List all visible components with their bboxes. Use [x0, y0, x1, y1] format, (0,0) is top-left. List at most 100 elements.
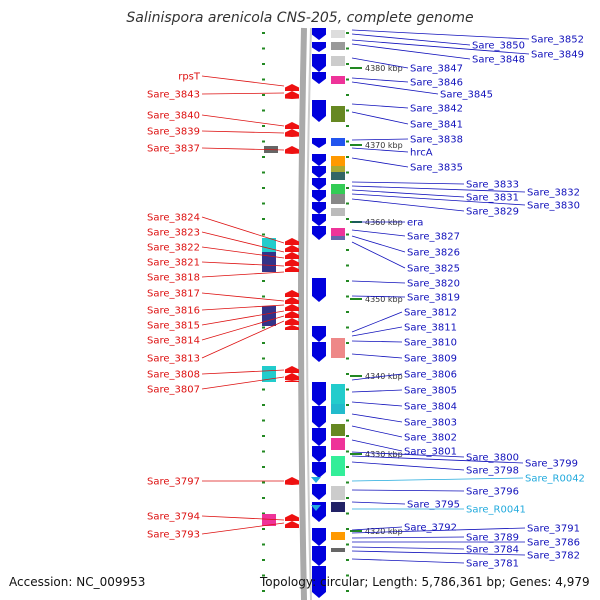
- forward-gene-arrow[interactable]: [312, 202, 326, 214]
- left-gene-label[interactable]: rpsT: [178, 72, 201, 83]
- reverse-gene-arrow[interactable]: [285, 238, 299, 272]
- right-gene-label[interactable]: Sare_3852: [531, 35, 584, 46]
- forward-gene-arrow[interactable]: [312, 154, 326, 166]
- left-gene-label[interactable]: Sare_3797: [147, 477, 200, 488]
- left-gene-label[interactable]: Sare_3793: [147, 530, 200, 541]
- forward-gene-arrow[interactable]: [312, 42, 326, 52]
- reverse-gene-arrow[interactable]: [285, 146, 299, 154]
- reverse-gene-arrow[interactable]: [285, 290, 299, 330]
- left-gene-label[interactable]: Sare_3823: [147, 228, 200, 239]
- forward-gene-arrow[interactable]: [312, 178, 326, 190]
- forward-gene-arrow[interactable]: [312, 278, 326, 302]
- right-gene-label[interactable]: Sare_3804: [404, 402, 457, 413]
- rna-gene-label[interactable]: Sare_R0041: [466, 505, 526, 516]
- forward-gene-arrow[interactable]: [312, 406, 326, 428]
- forward-gene-arrow[interactable]: [312, 54, 326, 72]
- right-gene-label[interactable]: Sare_3786: [527, 538, 580, 549]
- right-gene-label[interactable]: Sare_3782: [527, 551, 580, 562]
- forward-gene-arrow[interactable]: [312, 462, 326, 478]
- right-gene-label[interactable]: Sare_3842: [410, 104, 463, 115]
- right-gene-label[interactable]: Sare_3805: [404, 386, 457, 397]
- forward-gene-arrow[interactable]: [312, 226, 326, 240]
- forward-gene-arrow[interactable]: [312, 72, 326, 84]
- right-gene-label[interactable]: Sare_3792: [404, 523, 457, 534]
- right-gene-label[interactable]: Sare_3829: [466, 207, 519, 218]
- right-gene-label[interactable]: Sare_3802: [404, 433, 457, 444]
- forward-gene-arrow[interactable]: [312, 138, 326, 148]
- reverse-gene-arrow[interactable]: [285, 366, 299, 382]
- right-gene-label[interactable]: Sare_3809: [404, 354, 457, 365]
- left-gene-label[interactable]: Sare_3818: [147, 273, 200, 284]
- right-gene-label[interactable]: Sare_3801: [404, 447, 457, 458]
- right-gene-label[interactable]: Sare_3803: [404, 418, 457, 429]
- left-gene-label[interactable]: Sare_3814: [147, 336, 200, 347]
- left-gene-label[interactable]: Sare_3815: [147, 321, 200, 332]
- left-gene-label[interactable]: Sare_3824: [147, 213, 200, 224]
- forward-gene-arrow[interactable]: [312, 382, 326, 406]
- right-gene-label[interactable]: Sare_3850: [472, 41, 525, 52]
- left-gene-label[interactable]: Sare_3813: [147, 354, 200, 365]
- left-gene-label[interactable]: Sare_3816: [147, 306, 200, 317]
- forward-gene-arrow[interactable]: [312, 428, 326, 446]
- rna-gene-label[interactable]: Sare_R0042: [525, 474, 585, 485]
- forward-gene-arrow[interactable]: [312, 166, 326, 178]
- forward-gene-arrow[interactable]: [312, 528, 326, 546]
- right-gene-label[interactable]: Sare_3826: [407, 248, 460, 259]
- forward-gene-arrow[interactable]: [312, 446, 326, 462]
- right-gene-label[interactable]: Sare_3827: [407, 232, 460, 243]
- reverse-gene-arrow[interactable]: [285, 477, 299, 485]
- right-gene-label[interactable]: Sare_3831: [466, 193, 519, 204]
- left-gene-label[interactable]: Sare_3837: [147, 144, 200, 155]
- right-gene-label[interactable]: Sare_3820: [407, 279, 460, 290]
- right-gene-label[interactable]: Sare_3795: [407, 500, 460, 511]
- forward-gene-arrow[interactable]: [312, 190, 326, 202]
- forward-gene-arrow[interactable]: [312, 342, 326, 362]
- left-gene-label[interactable]: Sare_3817: [147, 289, 200, 300]
- left-gene-label[interactable]: Sare_3794: [147, 512, 200, 523]
- forward-gene-arrow[interactable]: [312, 100, 326, 122]
- right-gene-label[interactable]: Sare_3847: [410, 64, 463, 75]
- right-gene-label[interactable]: Sare_3849: [531, 50, 584, 61]
- right-gene-label[interactable]: Sare_3825: [407, 264, 460, 275]
- right-gene-label[interactable]: Sare_3800: [466, 453, 519, 464]
- right-gene-label[interactable]: Sare_3832: [527, 188, 580, 199]
- right-gene-label[interactable]: Sare_3806: [404, 370, 457, 381]
- right-gene-label[interactable]: Sare_3841: [410, 120, 463, 131]
- right-gene-label[interactable]: Sare_3781: [466, 559, 519, 570]
- left-gene-label[interactable]: Sare_3821: [147, 258, 200, 269]
- right-gene-label[interactable]: Sare_3848: [472, 55, 525, 66]
- reverse-gene-arrow[interactable]: [285, 122, 299, 137]
- reverse-gene-arrow[interactable]: [285, 514, 299, 528]
- forward-gene-arrow[interactable]: [312, 214, 326, 226]
- right-gene-label[interactable]: Sare_3845: [440, 90, 493, 101]
- right-gene-label[interactable]: Sare_3830: [527, 201, 580, 212]
- right-gene-label[interactable]: Sare_3833: [466, 180, 519, 191]
- left-gene-label[interactable]: Sare_3843: [147, 90, 200, 101]
- left-gene-label[interactable]: Sare_3807: [147, 385, 200, 396]
- rna-mark[interactable]: [311, 477, 321, 483]
- right-gene-label[interactable]: Sare_3819: [407, 293, 460, 304]
- right-gene-label[interactable]: hrcA: [410, 148, 433, 159]
- forward-gene-arrow[interactable]: [312, 546, 326, 566]
- right-gene-label[interactable]: Sare_3835: [410, 163, 463, 174]
- right-gene-label[interactable]: era: [407, 218, 423, 229]
- right-gene-label[interactable]: Sare_3812: [404, 308, 457, 319]
- forward-gene-arrow[interactable]: [312, 566, 326, 598]
- right-gene-label[interactable]: Sare_3811: [404, 323, 457, 334]
- left-gene-label[interactable]: Sare_3822: [147, 243, 200, 254]
- forward-gene-arrow[interactable]: [312, 484, 326, 500]
- reverse-gene-arrow[interactable]: [285, 84, 299, 99]
- right-gene-label[interactable]: Sare_3846: [410, 78, 463, 89]
- right-gene-label[interactable]: Sare_3838: [410, 135, 463, 146]
- right-gene-label[interactable]: Sare_3789: [466, 533, 519, 544]
- rna-mark[interactable]: [311, 505, 321, 511]
- right-gene-label[interactable]: Sare_3791: [527, 524, 580, 535]
- right-gene-label[interactable]: Sare_3799: [525, 459, 578, 470]
- right-gene-label[interactable]: Sare_3798: [466, 466, 519, 477]
- right-gene-label[interactable]: Sare_3810: [404, 338, 457, 349]
- forward-gene-arrow[interactable]: [312, 28, 326, 40]
- right-gene-label[interactable]: Sare_3796: [466, 487, 519, 498]
- left-gene-label[interactable]: Sare_3839: [147, 127, 200, 138]
- forward-gene-arrow[interactable]: [312, 326, 326, 342]
